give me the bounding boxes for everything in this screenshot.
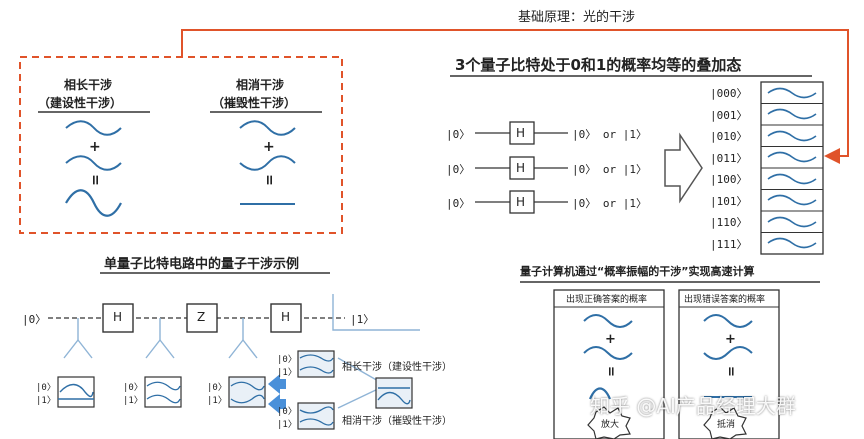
destructive-wave-2 (239, 155, 296, 171)
wrong-wave-1 (703, 314, 753, 328)
gate-h1-box (102, 303, 134, 333)
gate-h1-label: H (113, 310, 123, 324)
destructive-equals: = (260, 174, 277, 186)
h-row-2 (475, 156, 568, 180)
state-010: |010〉 (710, 130, 748, 143)
basis-1-e: |1〉 (277, 420, 297, 430)
constructive-wave-2 (65, 155, 122, 171)
split-arrow-down (268, 394, 286, 414)
probe-box-2 (144, 376, 182, 408)
probe-box-5 (297, 402, 335, 430)
constructive-title: 相长干涉 (64, 78, 113, 92)
probe-box-4 (297, 350, 335, 378)
basis-1-d: |1〉 (277, 368, 297, 378)
interference-box (19, 56, 343, 234)
state-110: |110〉 (710, 216, 748, 229)
amplitude-title: 量子计算机通过“概率振幅的干涉”实现高速计算 (520, 265, 755, 278)
row-2-output: |0〉 or |1〉 (572, 163, 647, 176)
state-111: |111〉 (710, 238, 748, 251)
correct-equals: = (602, 366, 618, 377)
gate-h2-label: H (281, 310, 291, 324)
watermark: 知乎 @AI产品经理大群 (590, 394, 796, 418)
destructive-plus: + (263, 139, 275, 155)
basis-0-a: |0〉 (36, 383, 56, 393)
state-101: |101〉 (710, 195, 748, 208)
row-1-input: |0〉 (446, 128, 471, 141)
wrong-plus: + (725, 332, 736, 347)
probe-lines (63, 294, 420, 409)
state-100: |100〉 (710, 173, 748, 186)
basis-1-c: |1〉 (207, 396, 227, 406)
circuit-output: |1〉 (350, 313, 375, 326)
basis-0-e: |0〉 (277, 407, 297, 417)
h-row-3 (475, 190, 568, 214)
correct-badge-label: 放大 (601, 420, 620, 430)
correct-wave-sum (588, 387, 612, 400)
gate-h2-box (270, 303, 302, 333)
correct-badge (587, 406, 631, 439)
probe-box-6 (375, 377, 413, 409)
state-boxes (760, 81, 824, 255)
wrong-badge-label: 抵消 (717, 420, 736, 430)
wrong-wave-2 (703, 346, 753, 360)
correct-panel-title: 出现正确答案的概率 (566, 295, 648, 305)
h-row-1 (475, 121, 568, 145)
correct-wave-2 (583, 346, 633, 360)
row-1-output: |0〉 or |1〉 (572, 128, 647, 141)
probe-box-1 (57, 376, 95, 408)
row-2-gate: H (516, 161, 526, 175)
top-label: 基础原理：光的干涉 (518, 10, 636, 25)
basis-0-b: |0〉 (123, 383, 143, 393)
row-1-gate: H (516, 126, 526, 140)
basis-1-a: |1〉 (36, 396, 56, 406)
destructive-wave-1 (239, 120, 296, 136)
wrong-badge (703, 406, 747, 439)
circuit-destructive-label: 相消干涉（摧毁性干涉） (342, 416, 452, 427)
basis-0-c: |0〉 (207, 383, 227, 393)
state-011: |011〉 (710, 152, 748, 165)
constructive-wave-sum (65, 189, 122, 217)
wrong-equals: = (722, 366, 738, 377)
basis-0-d: |0〉 (277, 355, 297, 365)
connector-arrow (181, 29, 849, 164)
basis-1-b: |1〉 (123, 396, 143, 406)
correct-wave-1 (583, 314, 633, 328)
row-3-output: |0〉 or |1〉 (572, 197, 647, 210)
gate-z-box (186, 303, 218, 333)
constructive-wave-1 (65, 120, 122, 136)
gate-z-label: Z (197, 310, 206, 324)
circuit-constructive-label: 相长干涉（建设性干涉） (342, 362, 452, 373)
constructive-equals: = (86, 174, 103, 186)
state-000: |000〉 (710, 87, 748, 100)
wrong-panel-title: 出现错误答案的概率 (684, 295, 766, 305)
row-3-gate: H (516, 195, 526, 209)
constructive-plus: + (89, 139, 101, 155)
destructive-subtitle: （摧毁性干涉） (212, 96, 297, 110)
constructive-subtitle: （建设性干涉） (38, 96, 123, 110)
correct-plus: + (605, 332, 616, 347)
state-001: |001〉 (710, 109, 748, 122)
destructive-title: 相消干涉 (236, 78, 285, 92)
probe-box-3 (228, 376, 266, 408)
row-3-input: |0〉 (446, 197, 471, 210)
circuit-title: 单量子比特电路中的量子干涉示例 (104, 257, 300, 272)
superposition-title: 3个量子比特处于0和1的概率均等的叠加态 (455, 56, 742, 74)
split-arrow-up (268, 374, 286, 394)
row-2-input: |0〉 (446, 163, 471, 176)
circuit-input: |0〉 (22, 313, 47, 326)
big-hollow-arrow (664, 132, 703, 204)
